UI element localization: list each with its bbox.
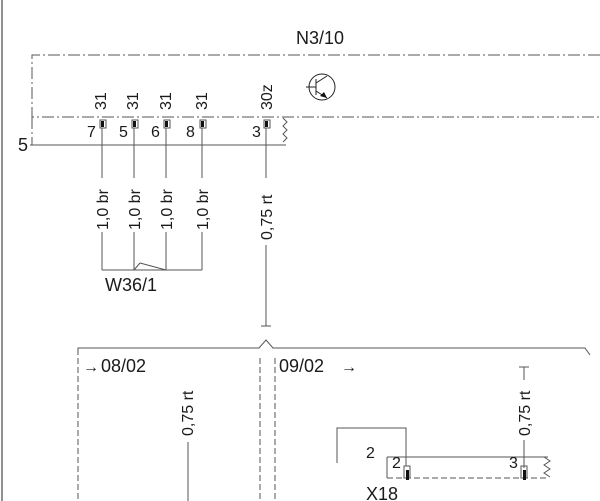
ground-ref-label: 5: [18, 135, 28, 155]
pin-number: 3: [252, 124, 261, 141]
section-ref: 09/02: [279, 356, 324, 376]
terminal-label: 31: [158, 92, 175, 110]
connector-x18: [336, 427, 551, 480]
wire-label: 1,0 br: [95, 188, 112, 230]
transistor-icon: [306, 73, 336, 101]
wire-label: 0,75 rt: [517, 390, 534, 436]
pin-number: 7: [87, 124, 96, 141]
resistor-icon: [282, 117, 288, 143]
wire-label: 1,0 br: [127, 188, 144, 230]
pin-number: 5: [119, 124, 128, 141]
wire-label: 0,75 rt: [180, 390, 197, 436]
pin-number: 8: [186, 124, 195, 141]
connector-label: X18: [366, 484, 398, 501]
pin-number: 6: [151, 124, 160, 141]
section-ref: 08/02: [101, 356, 146, 376]
module-boundary: [31, 54, 600, 118]
pin-contacts: [99, 119, 271, 129]
ground-bundle-label: W36/1: [105, 275, 157, 295]
connector-outer-pin: 2: [366, 445, 375, 462]
terminal-label: 31: [93, 92, 110, 110]
wire-label: 1,0 br: [195, 188, 212, 230]
terminal-label: 31: [194, 92, 211, 110]
section-brace: [77, 339, 591, 356]
connector-pin: 3: [509, 455, 518, 472]
wire-label: 1,0 br: [159, 188, 176, 230]
arrow-right-icon: →: [341, 359, 357, 376]
arrow-right-icon: →: [83, 359, 99, 376]
connector-pin: 2: [392, 455, 401, 472]
terminal-label: 31: [125, 92, 142, 110]
module-title: N3/10: [296, 28, 344, 48]
terminal-label: 30z: [259, 84, 276, 110]
ground-splice: [102, 249, 202, 271]
wire-label: 0,75 rt: [259, 194, 276, 240]
wire-lines: [101, 128, 271, 327]
